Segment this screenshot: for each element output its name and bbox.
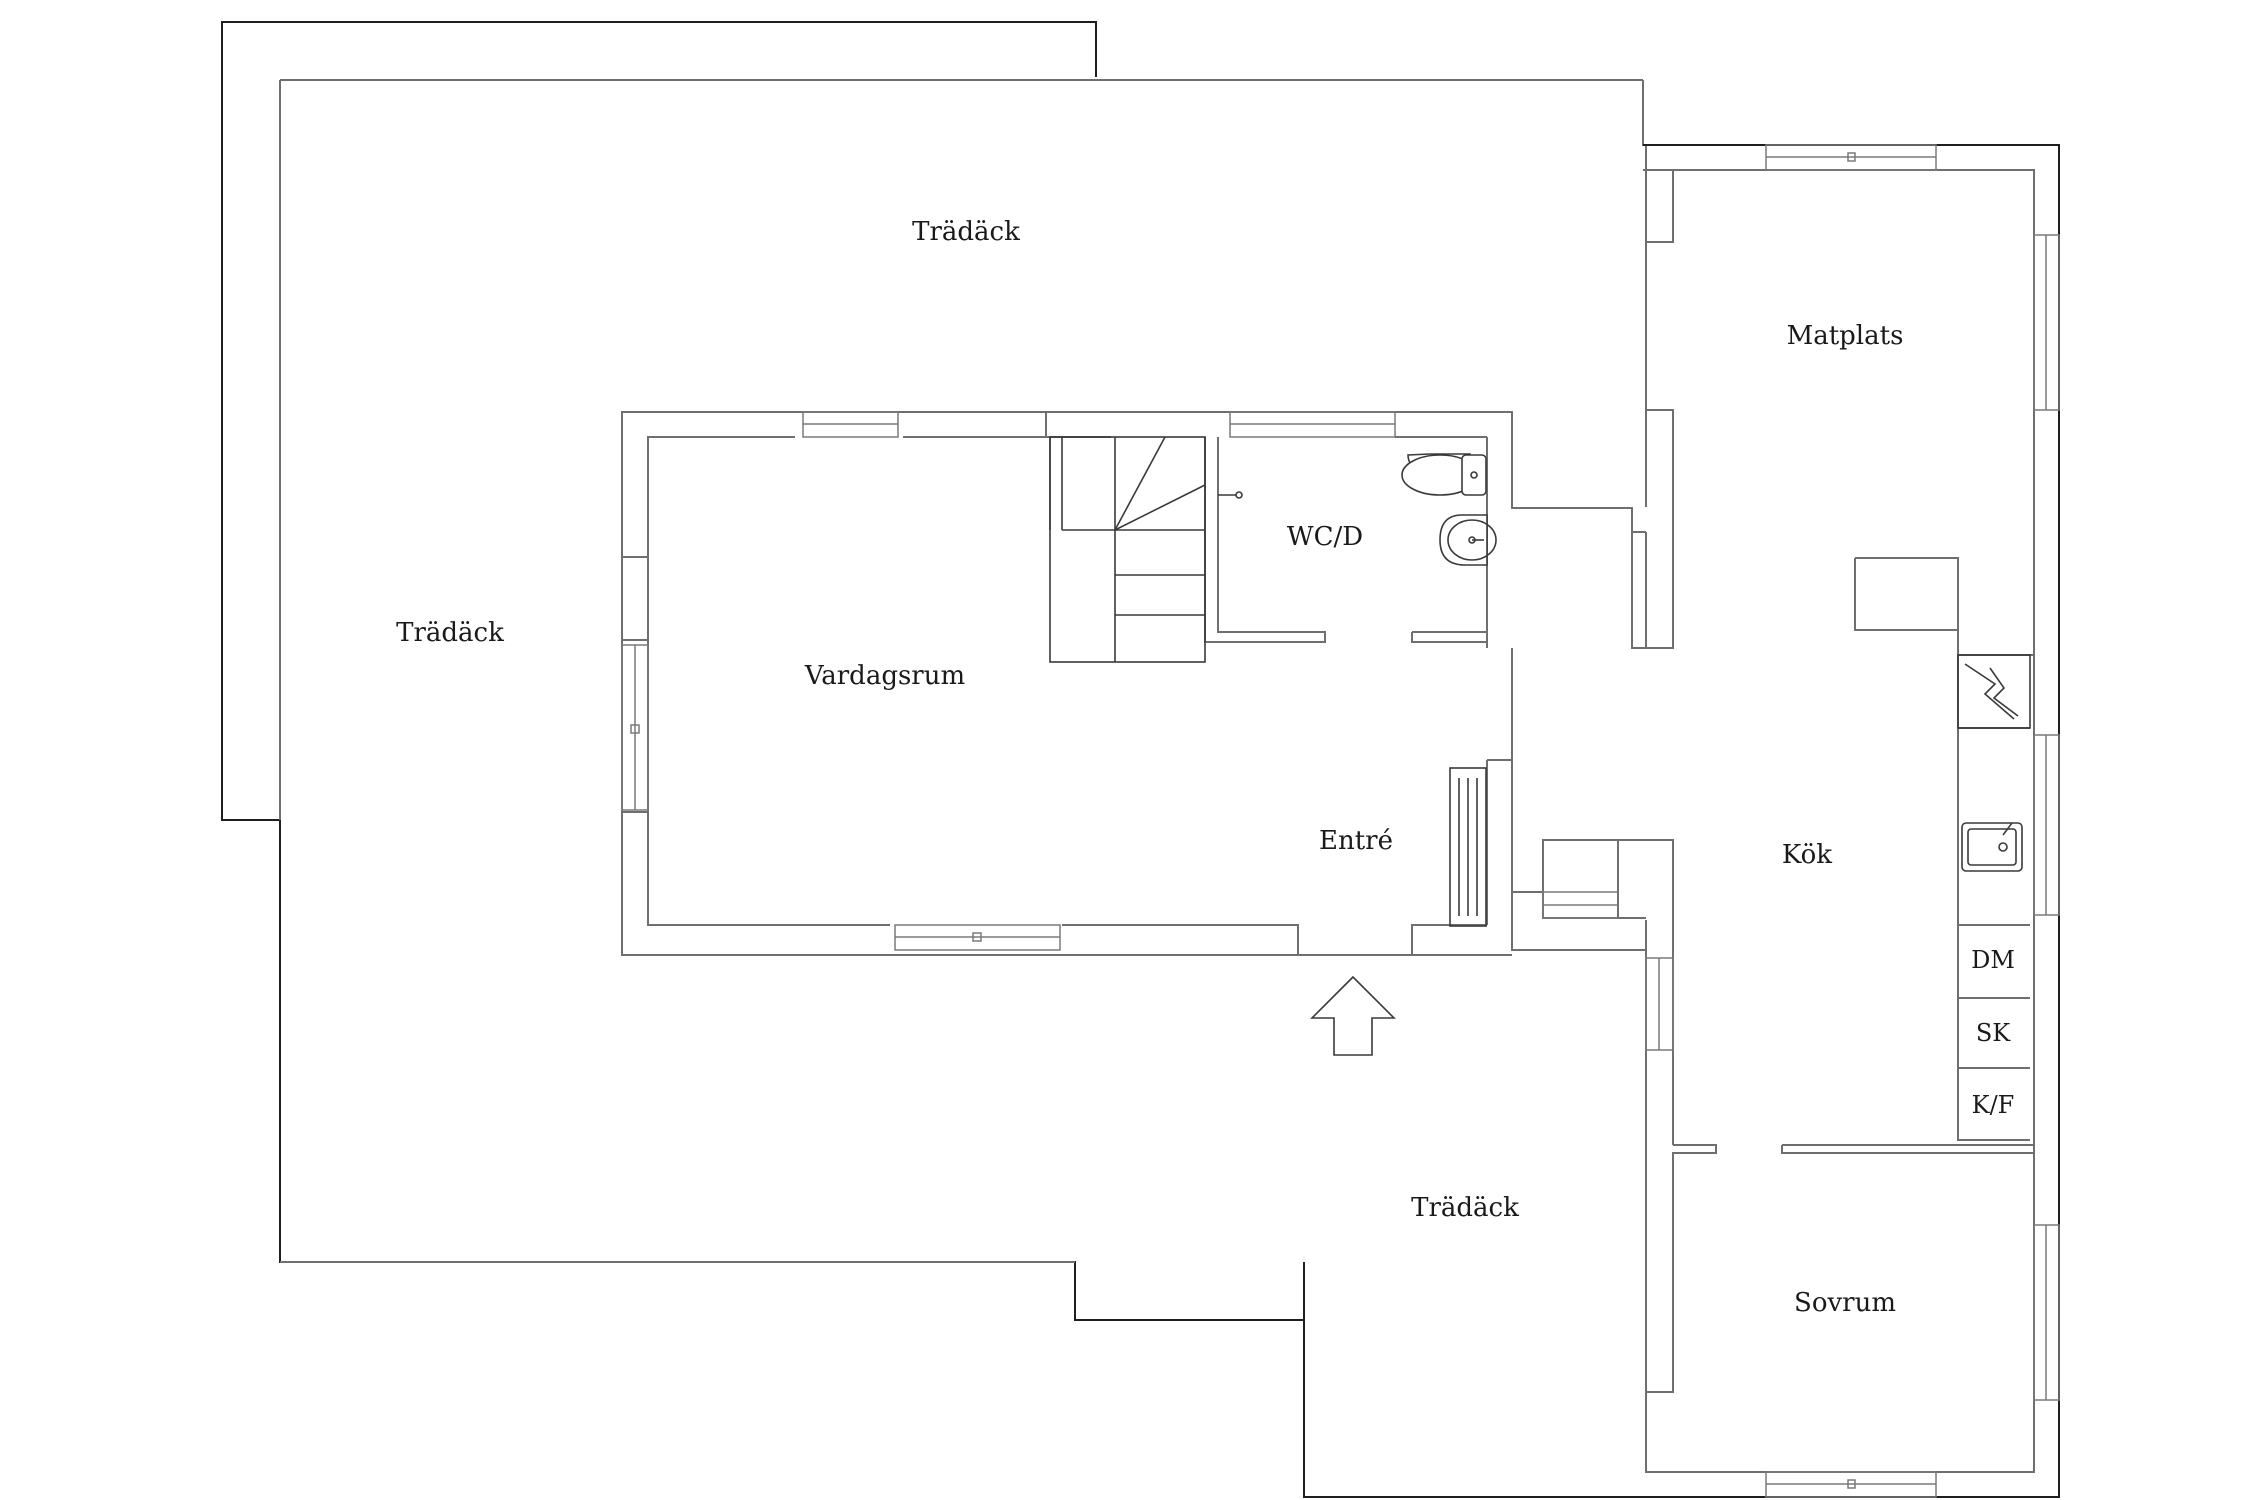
room-label-kok: Kök [1781, 840, 1833, 870]
room-label-matplats: Matplats [1786, 321, 1904, 351]
kitchen-counter [1957, 654, 2031, 1141]
room-label-vardagsrum: Vardagsrum [804, 661, 966, 691]
connecting-corridor [1511, 413, 1646, 951]
deck-outline [221, 21, 1647, 1321]
room-label-wc: WC/D [1286, 522, 1364, 552]
stove-icon [1957, 654, 2031, 729]
wc-door-handle [1218, 491, 1243, 499]
house-left-block [621, 411, 1513, 956]
appliance-label-sk: SK [1975, 1019, 2011, 1047]
room-label-entre: Entré [1319, 826, 1393, 856]
entrance-arrow-icon [1310, 975, 1396, 1056]
appliance-label-kf: K/F [1971, 1091, 2015, 1119]
room-label-sovrum: Sovrum [1794, 1288, 1896, 1318]
room-label-tradack-top: Trädäck [912, 217, 1020, 247]
kitchen-sink-icon [1961, 822, 2023, 872]
staircase-icon [1049, 436, 1206, 663]
right-inner-walls [1645, 169, 2035, 1473]
radiator-icon [1449, 767, 1487, 927]
room-label-tradack-left: Trädäck [396, 618, 504, 648]
washbasin-icon [1439, 514, 1497, 566]
appliance-label-dm: DM [1971, 946, 2015, 974]
toilet-icon [1401, 453, 1487, 496]
house-right-block [1303, 144, 2060, 1498]
room-label-tradack-bottom: Trädäck [1411, 1193, 1519, 1223]
